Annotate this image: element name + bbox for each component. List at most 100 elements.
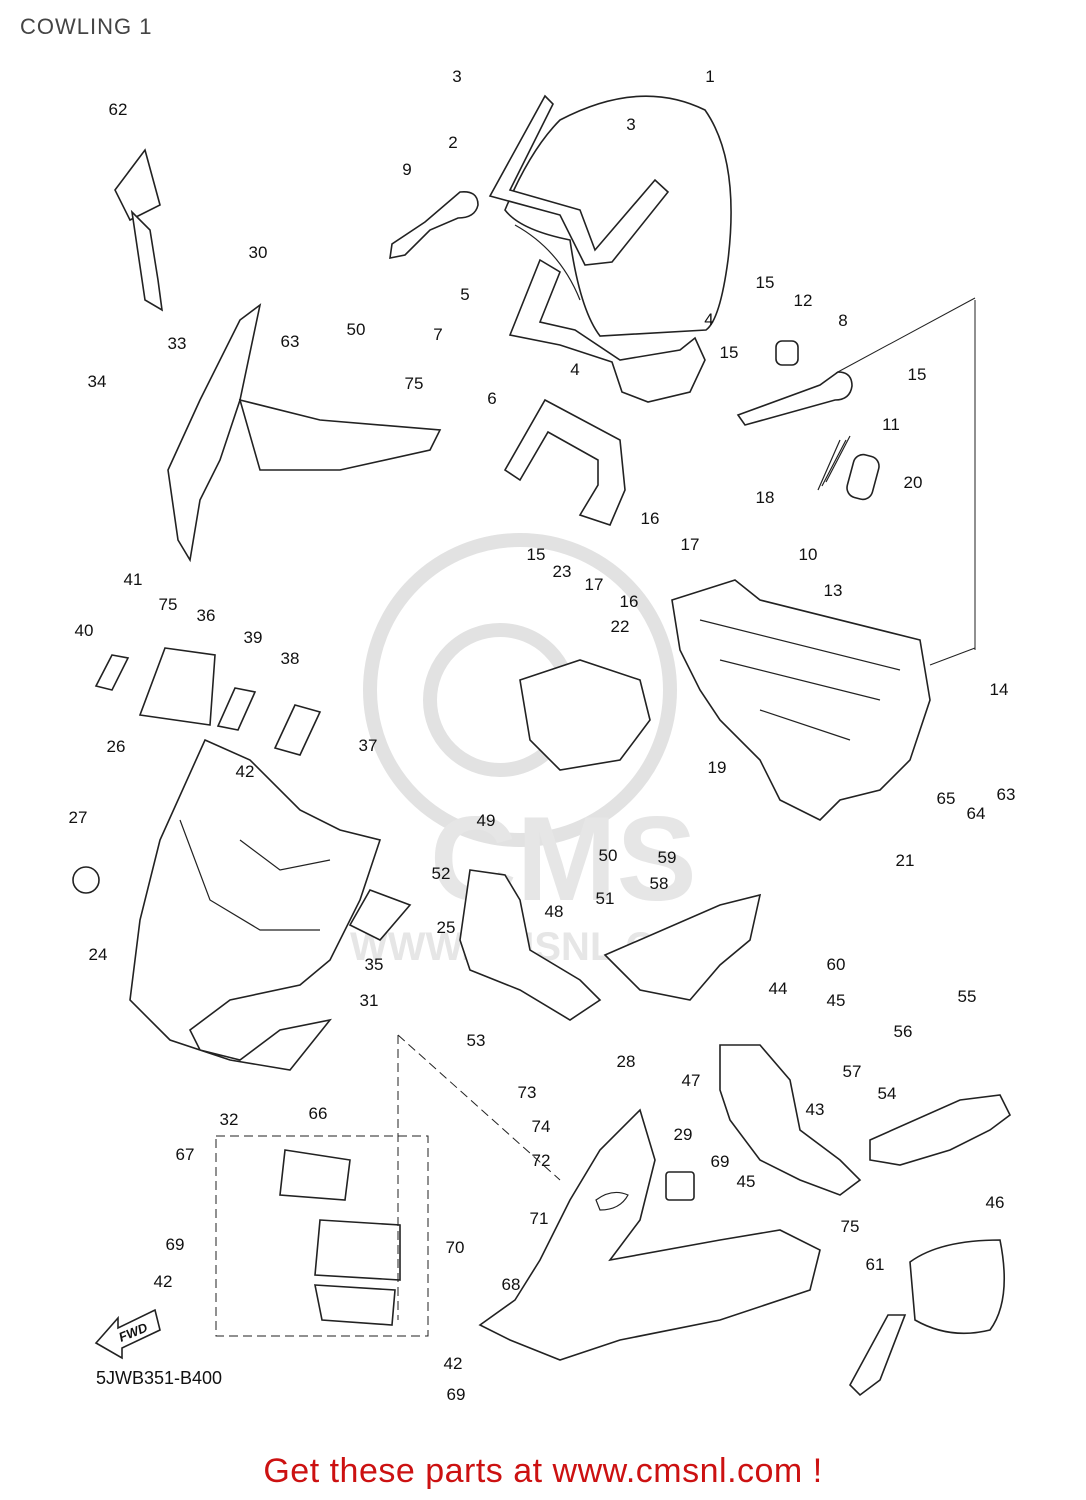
callout-c1[interactable]: 1 (705, 67, 714, 86)
callout-c73[interactable]: 73 (518, 1083, 537, 1102)
callout-c70[interactable]: 70 (446, 1238, 465, 1257)
callout-c52[interactable]: 52 (432, 864, 451, 883)
callout-c15a[interactable]: 15 (756, 273, 775, 292)
callout-c15b[interactable]: 15 (720, 343, 739, 362)
callout-c44[interactable]: 44 (769, 979, 788, 998)
callout-c25[interactable]: 25 (437, 918, 456, 937)
callout-c63a[interactable]: 63 (281, 332, 300, 351)
callout-c14[interactable]: 14 (990, 680, 1009, 699)
callout-c42b[interactable]: 42 (154, 1272, 173, 1291)
callout-c35[interactable]: 35 (365, 955, 384, 974)
front-cowling (129, 738, 382, 1071)
callout-c43[interactable]: 43 (806, 1100, 825, 1119)
callout-c19[interactable]: 19 (708, 758, 727, 777)
callout-c62[interactable]: 62 (109, 100, 128, 119)
lamp-bracket (519, 659, 651, 771)
callout-c5[interactable]: 5 (460, 285, 469, 304)
callout-c8[interactable]: 8 (838, 311, 847, 330)
callout-c33[interactable]: 33 (168, 334, 187, 353)
callout-c17b[interactable]: 17 (585, 575, 604, 594)
callout-c13[interactable]: 13 (824, 581, 843, 600)
callout-c29[interactable]: 29 (674, 1125, 693, 1144)
callout-c42a[interactable]: 42 (236, 762, 255, 781)
callout-c63b[interactable]: 63 (997, 785, 1016, 804)
callout-c75c[interactable]: 75 (841, 1217, 860, 1236)
callout-c54[interactable]: 54 (878, 1084, 897, 1103)
mirror-stay (389, 190, 479, 260)
callout-c74[interactable]: 74 (532, 1117, 551, 1136)
mirror-left (114, 148, 164, 312)
callout-c41[interactable]: 41 (124, 570, 143, 589)
callout-c27[interactable]: 27 (69, 808, 88, 827)
bushing (775, 340, 799, 366)
upper-bracket (508, 258, 706, 403)
callout-c36[interactable]: 36 (197, 606, 216, 625)
callout-c67[interactable]: 67 (176, 1145, 195, 1164)
callout-c23[interactable]: 23 (553, 562, 572, 581)
callout-c12[interactable]: 12 (794, 291, 813, 310)
callout-c61[interactable]: 61 (866, 1255, 885, 1274)
callout-c15c[interactable]: 15 (908, 365, 927, 384)
callout-c72[interactable]: 72 (532, 1151, 551, 1170)
callout-c21[interactable]: 21 (896, 851, 915, 870)
callout-c16a[interactable]: 16 (641, 509, 660, 528)
callout-c24[interactable]: 24 (89, 945, 108, 964)
callout-c26[interactable]: 26 (107, 737, 126, 756)
callout-c71[interactable]: 71 (530, 1209, 549, 1228)
callout-c48[interactable]: 48 (545, 902, 564, 921)
callout-c68[interactable]: 68 (502, 1275, 521, 1294)
callout-c6[interactable]: 6 (487, 389, 496, 408)
callout-c37[interactable]: 37 (359, 736, 378, 755)
callout-c38[interactable]: 38 (281, 649, 300, 668)
callout-c55[interactable]: 55 (958, 987, 977, 1006)
callout-c56[interactable]: 56 (894, 1022, 913, 1041)
callout-c30[interactable]: 30 (249, 243, 268, 262)
callout-c65[interactable]: 65 (937, 789, 956, 808)
callout-c3b[interactable]: 3 (626, 115, 635, 134)
callout-c57[interactable]: 57 (843, 1062, 862, 1081)
callout-c28[interactable]: 28 (617, 1052, 636, 1071)
callout-c50a[interactable]: 50 (347, 320, 366, 339)
callout-c66[interactable]: 66 (309, 1104, 328, 1123)
bracket-arm (736, 297, 976, 426)
callout-c18[interactable]: 18 (756, 488, 775, 507)
callout-c4a[interactable]: 4 (704, 310, 713, 329)
callout-c45b[interactable]: 45 (737, 1172, 756, 1191)
callout-c17a[interactable]: 17 (681, 535, 700, 554)
callout-c20[interactable]: 20 (904, 473, 923, 492)
callout-c47[interactable]: 47 (682, 1071, 701, 1090)
callout-c69c[interactable]: 69 (447, 1385, 466, 1404)
callout-c49[interactable]: 49 (477, 811, 496, 830)
callout-c50b[interactable]: 50 (599, 846, 618, 865)
callout-c7[interactable]: 7 (433, 325, 442, 344)
callout-c11[interactable]: 11 (882, 415, 900, 434)
callout-c75b[interactable]: 75 (159, 595, 178, 614)
callout-c32[interactable]: 32 (220, 1110, 239, 1129)
callout-c69a[interactable]: 69 (166, 1235, 185, 1254)
callout-c3a[interactable]: 3 (452, 67, 461, 86)
callout-c2[interactable]: 2 (448, 133, 457, 152)
callout-c40[interactable]: 40 (75, 621, 94, 640)
callout-c51[interactable]: 51 (596, 889, 615, 908)
callout-c53[interactable]: 53 (467, 1031, 486, 1050)
callout-c69b[interactable]: 69 (711, 1152, 730, 1171)
callout-c16b[interactable]: 16 (620, 592, 639, 611)
callout-c39[interactable]: 39 (244, 628, 263, 647)
callout-c22[interactable]: 22 (611, 617, 630, 636)
callout-c9[interactable]: 9 (402, 160, 411, 179)
callout-c46[interactable]: 46 (986, 1193, 1005, 1212)
callout-c45a[interactable]: 45 (827, 991, 846, 1010)
callout-c15d[interactable]: 15 (527, 545, 546, 564)
callout-c75a[interactable]: 75 (405, 374, 424, 393)
callout-c42c[interactable]: 42 (444, 1354, 463, 1373)
callout-c58[interactable]: 58 (650, 874, 669, 893)
callout-c64[interactable]: 64 (967, 804, 986, 823)
callout-c4b[interactable]: 4 (570, 360, 579, 379)
callout-c10[interactable]: 10 (799, 545, 818, 564)
callout-c59[interactable]: 59 (658, 848, 677, 867)
callout-c31[interactable]: 31 (360, 991, 379, 1010)
air-duct-cover (348, 889, 412, 941)
parts-link[interactable]: Get these parts at www.cmsnl.com ! (263, 1452, 823, 1490)
callout-c60[interactable]: 60 (827, 955, 846, 974)
callout-c34[interactable]: 34 (88, 372, 107, 391)
